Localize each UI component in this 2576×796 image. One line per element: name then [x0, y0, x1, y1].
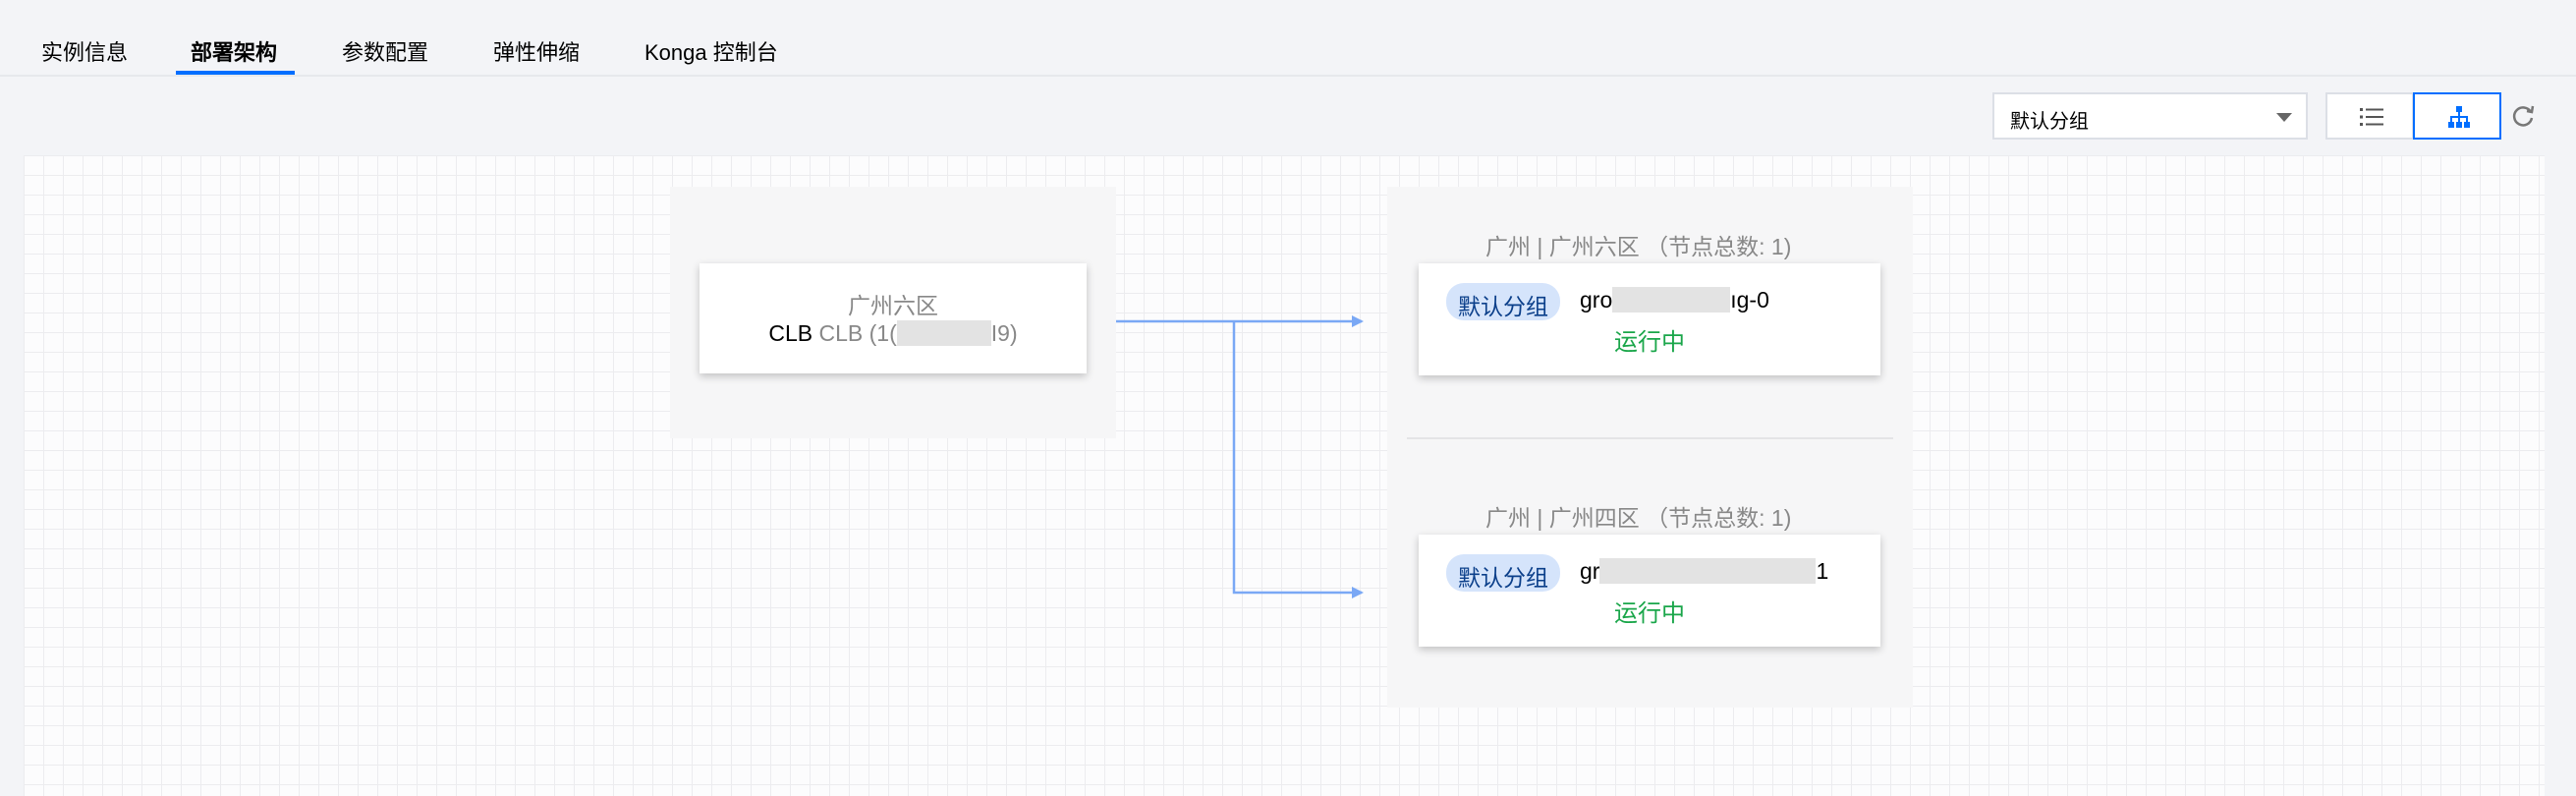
- node-name: gr 1: [1580, 558, 1828, 585]
- connector-to-zone-2: [1232, 321, 1364, 598]
- group-badge: 默认分组: [1446, 283, 1560, 320]
- topology-view-button[interactable]: [2413, 92, 2501, 140]
- node-status: 运行中: [1614, 329, 1685, 356]
- node-status: 运行中: [1614, 600, 1685, 627]
- clb-label: CLB CLB (1(I9): [768, 320, 1018, 346]
- redacted-mask: [896, 320, 991, 346]
- redacted-mask: [1599, 558, 1817, 584]
- clb-region: 广州六区: [848, 293, 938, 318]
- node-name-prefix: gro: [1580, 287, 1613, 313]
- zone-title-2: 广州 | 广州四区 （节点总数: 1): [1485, 505, 1792, 531]
- clb-address-suffix: I9): [990, 320, 1018, 346]
- group-select[interactable]: 默认分组: [1992, 92, 2308, 140]
- topology-canvas: [24, 155, 2545, 796]
- node-card[interactable]: 默认分组 gr 1 运行中: [1419, 535, 1880, 647]
- chevron-down-icon: [2276, 113, 2292, 122]
- node-name: gro ıg-0: [1580, 287, 1769, 313]
- tab-auto-scaling[interactable]: 弹性伸缩: [493, 40, 581, 65]
- tab-instance-info[interactable]: 实例信息: [41, 40, 129, 65]
- tab-bar: 实例信息 部署架构 参数配置 弹性伸缩 Konga 控制台: [0, 0, 2576, 77]
- node-name-suffix: ıg-0: [1730, 287, 1769, 313]
- list-icon: [2360, 108, 2383, 126]
- zone-title-1: 广州 | 广州六区 （节点总数: 1): [1485, 234, 1792, 259]
- tab-parameter-config[interactable]: 参数配置: [342, 40, 429, 65]
- zone-divider: [1407, 437, 1893, 439]
- clb-address-prefix: CLB (1(: [818, 320, 897, 346]
- list-view-button[interactable]: [2325, 92, 2414, 140]
- tab-konga-console[interactable]: Konga 控制台: [644, 40, 778, 65]
- group-badge: 默认分组: [1446, 554, 1560, 592]
- node-card[interactable]: 默认分组 gro ıg-0 运行中: [1419, 263, 1880, 375]
- node-name-prefix: gr: [1580, 558, 1600, 584]
- node-name-suffix: 1: [1816, 558, 1829, 584]
- active-tab-indicator: [176, 71, 295, 75]
- tab-deployment-architecture[interactable]: 部署架构: [191, 40, 278, 65]
- refresh-icon: [2512, 105, 2535, 127]
- clb-card[interactable]: 广州六区 CLB CLB (1(I9): [700, 263, 1087, 373]
- topology-icon: [2448, 106, 2470, 128]
- refresh-button[interactable]: [2509, 102, 2537, 135]
- redacted-mask: [1612, 287, 1731, 313]
- group-select-value: 默认分组: [2010, 111, 2089, 133]
